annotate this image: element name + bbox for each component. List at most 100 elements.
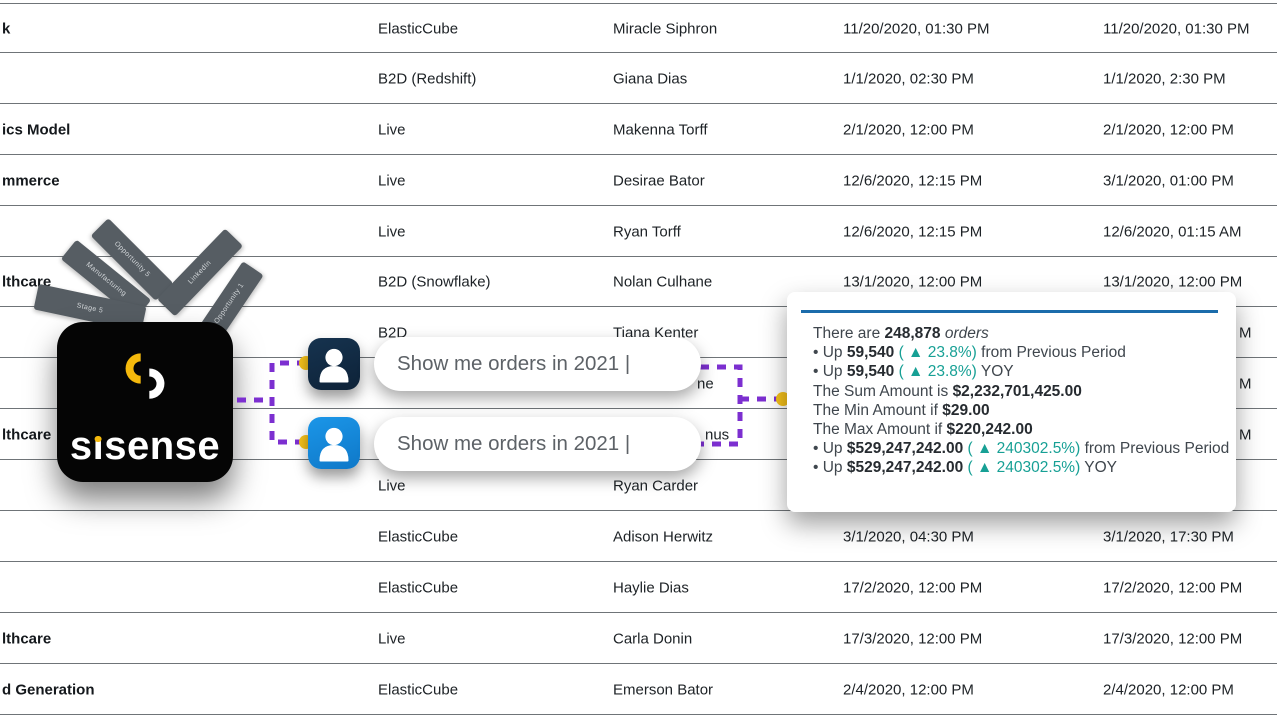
table-cell: Nolan Culhane <box>613 273 713 291</box>
table-cell: k <box>2 20 11 37</box>
card-text: $529,247,242.00 <box>846 440 964 458</box>
table-cell: Carla Donin <box>613 630 693 647</box>
card-line: • Up $529,247,242.00 ( ▲ 240302.5%) YOY <box>813 458 1222 477</box>
card-line: • Up $529,247,242.00 ( ▲ 240302.5%) from… <box>813 439 1229 458</box>
table-cell: Haylie Dias <box>613 579 689 596</box>
table-cell: 17/3/2020, 12:00 PM <box>843 630 983 647</box>
card-line: • Up 59,540 ( ▲ 23.8%) from Previous Per… <box>813 343 1222 362</box>
table-cell: B2D <box>378 324 408 341</box>
user-avatar-icon <box>308 417 360 469</box>
table-cell: Giana Dias <box>613 70 688 87</box>
delta-positive: ( ▲ 23.8%) <box>898 344 977 362</box>
table-row[interactable]: ElasticCube Haylie Dias 17/2/2020, 12:00 P… <box>0 561 1277 613</box>
table-row[interactable]: ics Model Live Makenna Torff 2/1/2020, 12:0… <box>0 103 1277 155</box>
table-cell: Live <box>378 477 406 494</box>
table-cell: 12/6/2020, 12:15 PM <box>843 223 983 240</box>
table-cell: 2/1/2020, 12:00 PM <box>843 121 974 138</box>
table-cell: M <box>1239 426 1252 443</box>
card-text: • Up <box>813 363 847 381</box>
table-cell: 12/6/2020, 01:15 AM <box>1103 223 1242 240</box>
table-cell: 17/2/2020, 12:00 PM <box>1103 579 1243 596</box>
card-line: • Up 59,540 ( ▲ 23.8%) YOY <box>813 362 1222 381</box>
table-cell: ics Model <box>2 121 71 138</box>
table-cell: 17/2/2020, 12:00 PM <box>843 579 983 596</box>
table-cell: 1/1/2020, 2:30 PM <box>1103 70 1226 87</box>
card-text: There are <box>813 325 885 342</box>
card-text: $2,232,701,425.00 <box>952 382 1082 400</box>
person-icon <box>319 427 349 462</box>
card-text: $220,242.00 <box>946 421 1033 439</box>
card-text: $29.00 <box>942 401 990 419</box>
table-cell: 12/6/2020, 12:15 PM <box>843 172 983 189</box>
table-row[interactable]: mmerce Live Desirae Bator 12/6/2020, 12:15 … <box>0 154 1277 206</box>
card-text: $529,247,242.00 <box>846 459 964 477</box>
card-text: 248,878 <box>884 325 941 342</box>
delta-positive: ( ▲ 23.8%) <box>898 363 977 381</box>
table-row[interactable]: B2D Tiana Kenter M <box>0 306 1277 358</box>
table-cell: Ryan Carder <box>613 477 699 494</box>
user-avatar-icon <box>308 338 360 390</box>
card-line: The Max Amount if $220,242.00 <box>813 420 1222 439</box>
card-text: YOY <box>976 363 1014 381</box>
chat-input-1[interactable]: Show me orders in 2021 | <box>374 337 701 391</box>
table-cell: Miracle Siphron <box>613 20 718 37</box>
card-text: from Previous Period <box>976 344 1126 362</box>
insight-card: There are 248,878 orders• Up 59,540 ( ▲ … <box>787 292 1236 512</box>
card-text: 59,540 <box>846 344 895 362</box>
table-cell: Live <box>378 121 406 138</box>
table-cell: nus <box>705 426 730 443</box>
table-cell: Tiana Kenter <box>613 324 699 341</box>
table-cell: ElasticCube <box>378 20 459 37</box>
table-cell: ne <box>697 375 714 392</box>
card-text: • Up <box>813 344 847 362</box>
table-cell: B2D (Snowflake) <box>378 273 491 291</box>
card-text: The Sum Amount is <box>813 382 953 400</box>
table-cell: ElasticCube <box>378 528 459 545</box>
table-cell: Makenna Torff <box>613 121 708 138</box>
card-line: There are 248,878 orders <box>813 324 1222 343</box>
card-text: The Max Amount if <box>813 421 947 439</box>
table-cell: ElasticCube <box>378 579 459 596</box>
table-cell: 3/1/2020, 04:30 PM <box>843 528 974 545</box>
decor-bar-text: Stage 5 <box>76 301 104 315</box>
card-accent-line <box>801 310 1218 313</box>
card-text: 59,540 <box>846 363 895 381</box>
table-cell: 3/1/2020, 17:30 PM <box>1103 528 1234 545</box>
table-row[interactable]: k ElasticCube Miracle Siphron 11/20/2020, 0… <box>0 3 1277 53</box>
table-cell: Desirae Bator <box>613 172 705 189</box>
chat-input-2[interactable]: Show me orders in 2021 | <box>374 417 701 471</box>
person-icon <box>319 348 349 383</box>
card-line: The Sum Amount is $2,232,701,425.00 <box>813 382 1222 401</box>
delta-positive: ( ▲ 240302.5%) <box>967 440 1081 458</box>
table-cell: mmerce <box>2 172 60 189</box>
table-cell: 2/4/2020, 12:00 PM <box>1103 681 1234 698</box>
table-cell: M <box>1239 324 1252 341</box>
table-cell: B2D (Redshift) <box>378 70 477 87</box>
card-text: YOY <box>1080 459 1118 477</box>
card-line: The Min Amount if $29.00 <box>813 401 1222 420</box>
table-cell: 2/1/2020, 12:00 PM <box>1103 121 1234 138</box>
table-cell: 17/3/2020, 12:00 PM <box>1103 630 1243 647</box>
chat-input-2-text: Show me orders in 2021 | <box>397 432 631 455</box>
sisense-wordmark: sısense <box>69 424 221 468</box>
delta-positive: ( ▲ 240302.5%) <box>967 459 1081 477</box>
table-bottom-line <box>0 714 1277 715</box>
table-cell: lthcare <box>2 426 52 443</box>
table-cell: 3/1/2020, 01:00 PM <box>1103 172 1234 189</box>
table-cell: 2/4/2020, 12:00 PM <box>843 681 974 698</box>
table-cell: 13/1/2020, 12:00 PM <box>843 273 983 291</box>
card-text: • Up <box>813 459 847 477</box>
table-cell: Live <box>378 223 406 240</box>
table-cell: M <box>1239 375 1252 392</box>
card-text: • Up <box>813 440 847 458</box>
table-cell: Live <box>378 172 406 189</box>
table-cell: 11/20/2020, 01:30 PM <box>843 20 990 37</box>
table-cell: d Generation <box>2 681 95 698</box>
